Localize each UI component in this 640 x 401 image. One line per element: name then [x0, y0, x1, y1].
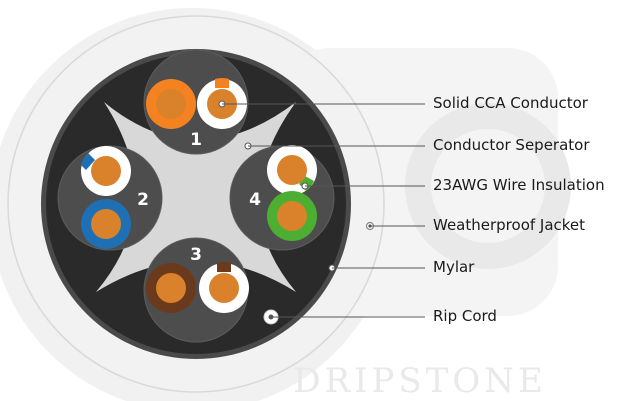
- pair-number: 3: [190, 245, 202, 265]
- leader-conductor-separator: [244, 142, 425, 150]
- twisted-pair-1: 1: [143, 49, 249, 155]
- striped-conductor-wire: [267, 145, 317, 195]
- pair-number: 1: [190, 130, 202, 150]
- leader-rip-cord: [268, 314, 425, 320]
- leader-mylar: [328, 264, 425, 272]
- leader-weatherproof-jacket: [365, 221, 425, 231]
- solid-conductor-wire: [267, 191, 317, 241]
- pair-number: 4: [249, 190, 261, 210]
- label-rip-cord: Rip Cord: [433, 307, 497, 325]
- label-wire-insulation: 23AWG Wire Insulation: [433, 176, 605, 194]
- solid-conductor-wire: [146, 79, 196, 129]
- solid-conductor-wire: [81, 199, 131, 249]
- twisted-pair-4: 4: [229, 145, 335, 251]
- label-weatherproof-jacket: Weatherproof Jacket: [433, 216, 586, 234]
- twisted-pair-2: 2: [57, 145, 163, 251]
- leader-solid-cca-conductor: [218, 100, 425, 108]
- leader-wire-insulation: [301, 182, 425, 190]
- solid-conductor-wire: [146, 263, 196, 313]
- pair-number: 2: [137, 190, 149, 210]
- label-conductor-separator: Conductor Seperator: [433, 136, 590, 154]
- watermark-brand-text: DRIPSTONE: [293, 361, 547, 401]
- striped-conductor-wire: [199, 262, 249, 313]
- conductor-separator: [96, 102, 296, 292]
- striped-conductor-wire: [81, 146, 131, 196]
- twisted-pair-3: 3: [143, 237, 249, 343]
- label-mylar: Mylar: [433, 258, 475, 276]
- leader-lines: [218, 100, 425, 320]
- label-solid-cca-conductor: Solid CCA Conductor: [433, 94, 588, 112]
